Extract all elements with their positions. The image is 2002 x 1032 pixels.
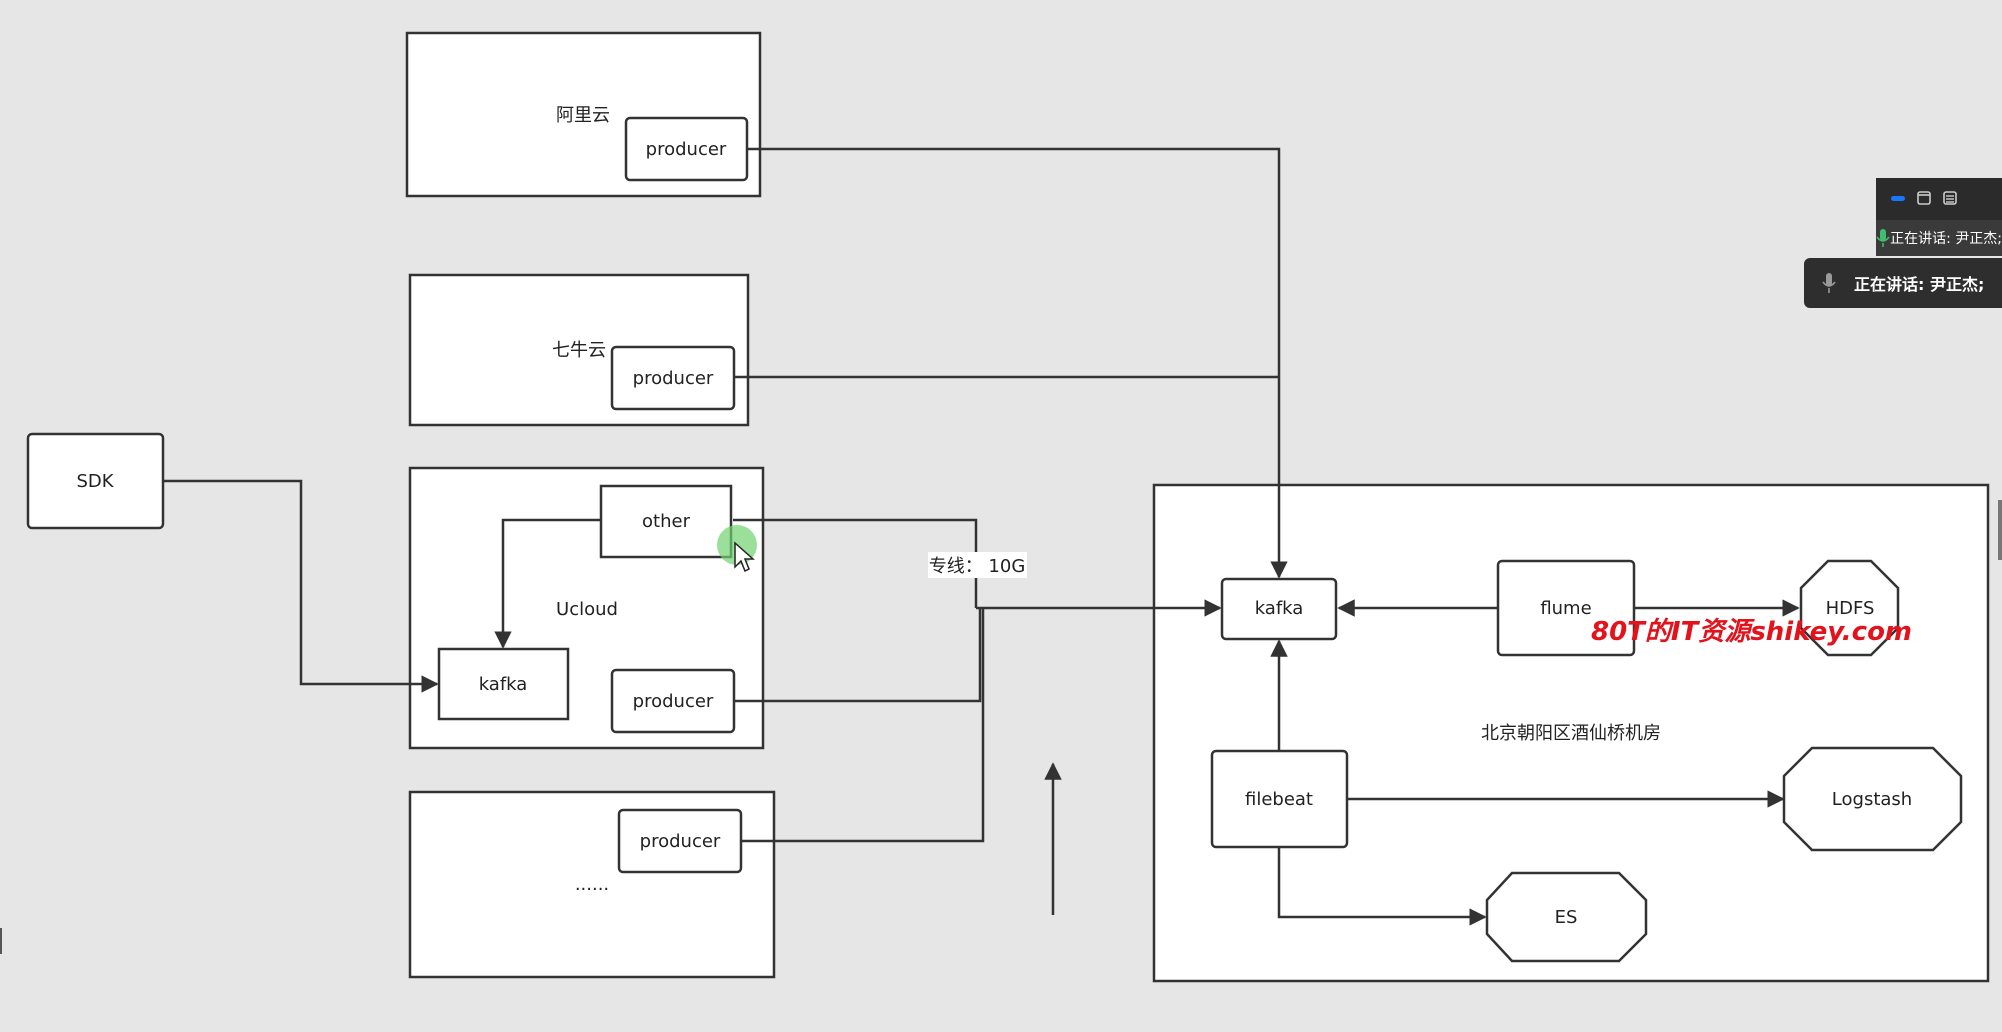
hdfs-node: HDFS xyxy=(1799,559,1900,657)
beijing-kafka-label: kafka xyxy=(1255,598,1304,619)
window-icon[interactable] xyxy=(1916,190,1932,206)
speaker-indicator-text: 正在讲话: 尹正杰; xyxy=(1890,231,2002,247)
aliyun-box: 阿里云 xyxy=(405,31,762,198)
toast-microphone-icon xyxy=(1804,272,1854,294)
ucloud-other-label: other xyxy=(642,511,691,532)
beijing-kafka-node: kafka xyxy=(1220,577,1338,641)
dedicated-line-label: 专线： 10G xyxy=(928,552,1027,578)
hdfs-label: HDFS xyxy=(1826,598,1875,619)
ucloud-label: Ucloud xyxy=(556,599,618,620)
aliyun-producer-label: producer xyxy=(646,139,727,160)
meeting-toolbar[interactable] xyxy=(1876,178,2002,220)
minimize-icon[interactable] xyxy=(1890,190,1906,206)
aliyun-label: 阿里云 xyxy=(556,105,610,126)
sdk-node: SDK xyxy=(26,432,165,530)
ucloud-kafka-node: kafka xyxy=(437,647,570,721)
ucloud-kafka-label: kafka xyxy=(479,674,528,695)
ucloud-producer-node: producer xyxy=(610,668,736,734)
edge-sdk-to-ucloud-kafka xyxy=(163,479,439,693)
es-node: ES xyxy=(1485,871,1648,963)
mouse-cursor xyxy=(717,525,757,573)
edges xyxy=(163,147,1800,926)
speaking-toast: 正在讲话: 尹正杰; xyxy=(1804,258,2002,308)
ucloud-other-node: other xyxy=(599,484,733,559)
speaking-toast-text: 正在讲话: 尹正杰; xyxy=(1854,275,1985,294)
filebeat-label: filebeat xyxy=(1245,789,1313,810)
menu-icon[interactable] xyxy=(1942,190,1958,206)
microphone-icon xyxy=(1876,228,1890,248)
ucloud-producer-label: producer xyxy=(633,691,714,712)
aliyun-producer-node: producer xyxy=(624,116,749,182)
speaker-indicator: 正在讲话: 尹正杰; xyxy=(1876,220,2002,256)
edge-other-to-trunk xyxy=(733,518,978,608)
edge-other-producer-to-trunk xyxy=(741,608,985,843)
flume-node: flume xyxy=(1496,559,1636,657)
other-dc-label: ...... xyxy=(575,874,609,895)
logstash-node: Logstash xyxy=(1782,746,1963,852)
edge-marker xyxy=(0,928,2,954)
other-producer-label: producer xyxy=(640,831,721,852)
sdk-label: SDK xyxy=(76,471,114,492)
es-label: ES xyxy=(1555,907,1578,928)
qiniu-label: 七牛云 xyxy=(552,340,606,361)
beijing-label: 北京朝阳区酒仙桥机房 xyxy=(1481,723,1661,744)
other-producer-node: producer xyxy=(617,808,743,874)
qiniu-producer-node: producer xyxy=(610,345,736,411)
logstash-label: Logstash xyxy=(1832,789,1912,810)
edge-ucloud-producer-to-trunk xyxy=(734,608,982,703)
edge-other-to-ucloud-kafka xyxy=(494,518,601,649)
edge-filebeat-to-es xyxy=(1277,847,1487,926)
flume-label: flume xyxy=(1540,598,1591,619)
scrollbar[interactable] xyxy=(1998,500,2002,560)
filebeat-node: filebeat xyxy=(1210,749,1349,849)
qiniu-producer-label: producer xyxy=(633,368,714,389)
dedicated-line-text: 专线： 10G xyxy=(929,556,1026,577)
watermark-text: 80T的IT资源shikey.com xyxy=(1591,617,1912,647)
edge-aliyun-to-kafka xyxy=(747,147,1288,579)
